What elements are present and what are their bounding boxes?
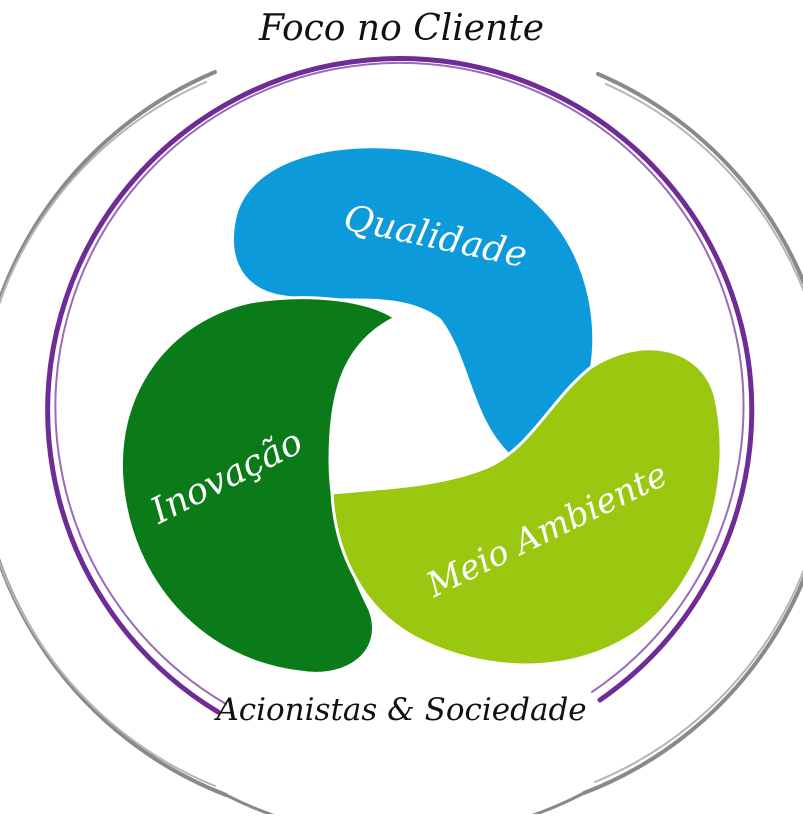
outer-ring-upper-arc bbox=[0, 70, 228, 797]
inovacao-segment bbox=[119, 296, 398, 675]
inner-ring-arc bbox=[45, 56, 755, 715]
outer-ring-right-arc bbox=[582, 72, 803, 795]
outer-ring-right-arc-echo bbox=[594, 83, 803, 783]
outer-ring-bottom-arc bbox=[224, 791, 586, 818]
meio-ambiente-segment bbox=[330, 347, 723, 667]
qualidade-segment bbox=[230, 145, 596, 460]
inner-ring-arc-echo bbox=[54, 61, 745, 705]
inner-ring bbox=[45, 56, 755, 715]
outer-ring-upper-arc-echo bbox=[0, 81, 216, 787]
top-caption: Foco no Cliente bbox=[258, 8, 545, 49]
bottom-caption: Acionistas & Sociedade bbox=[216, 692, 587, 728]
